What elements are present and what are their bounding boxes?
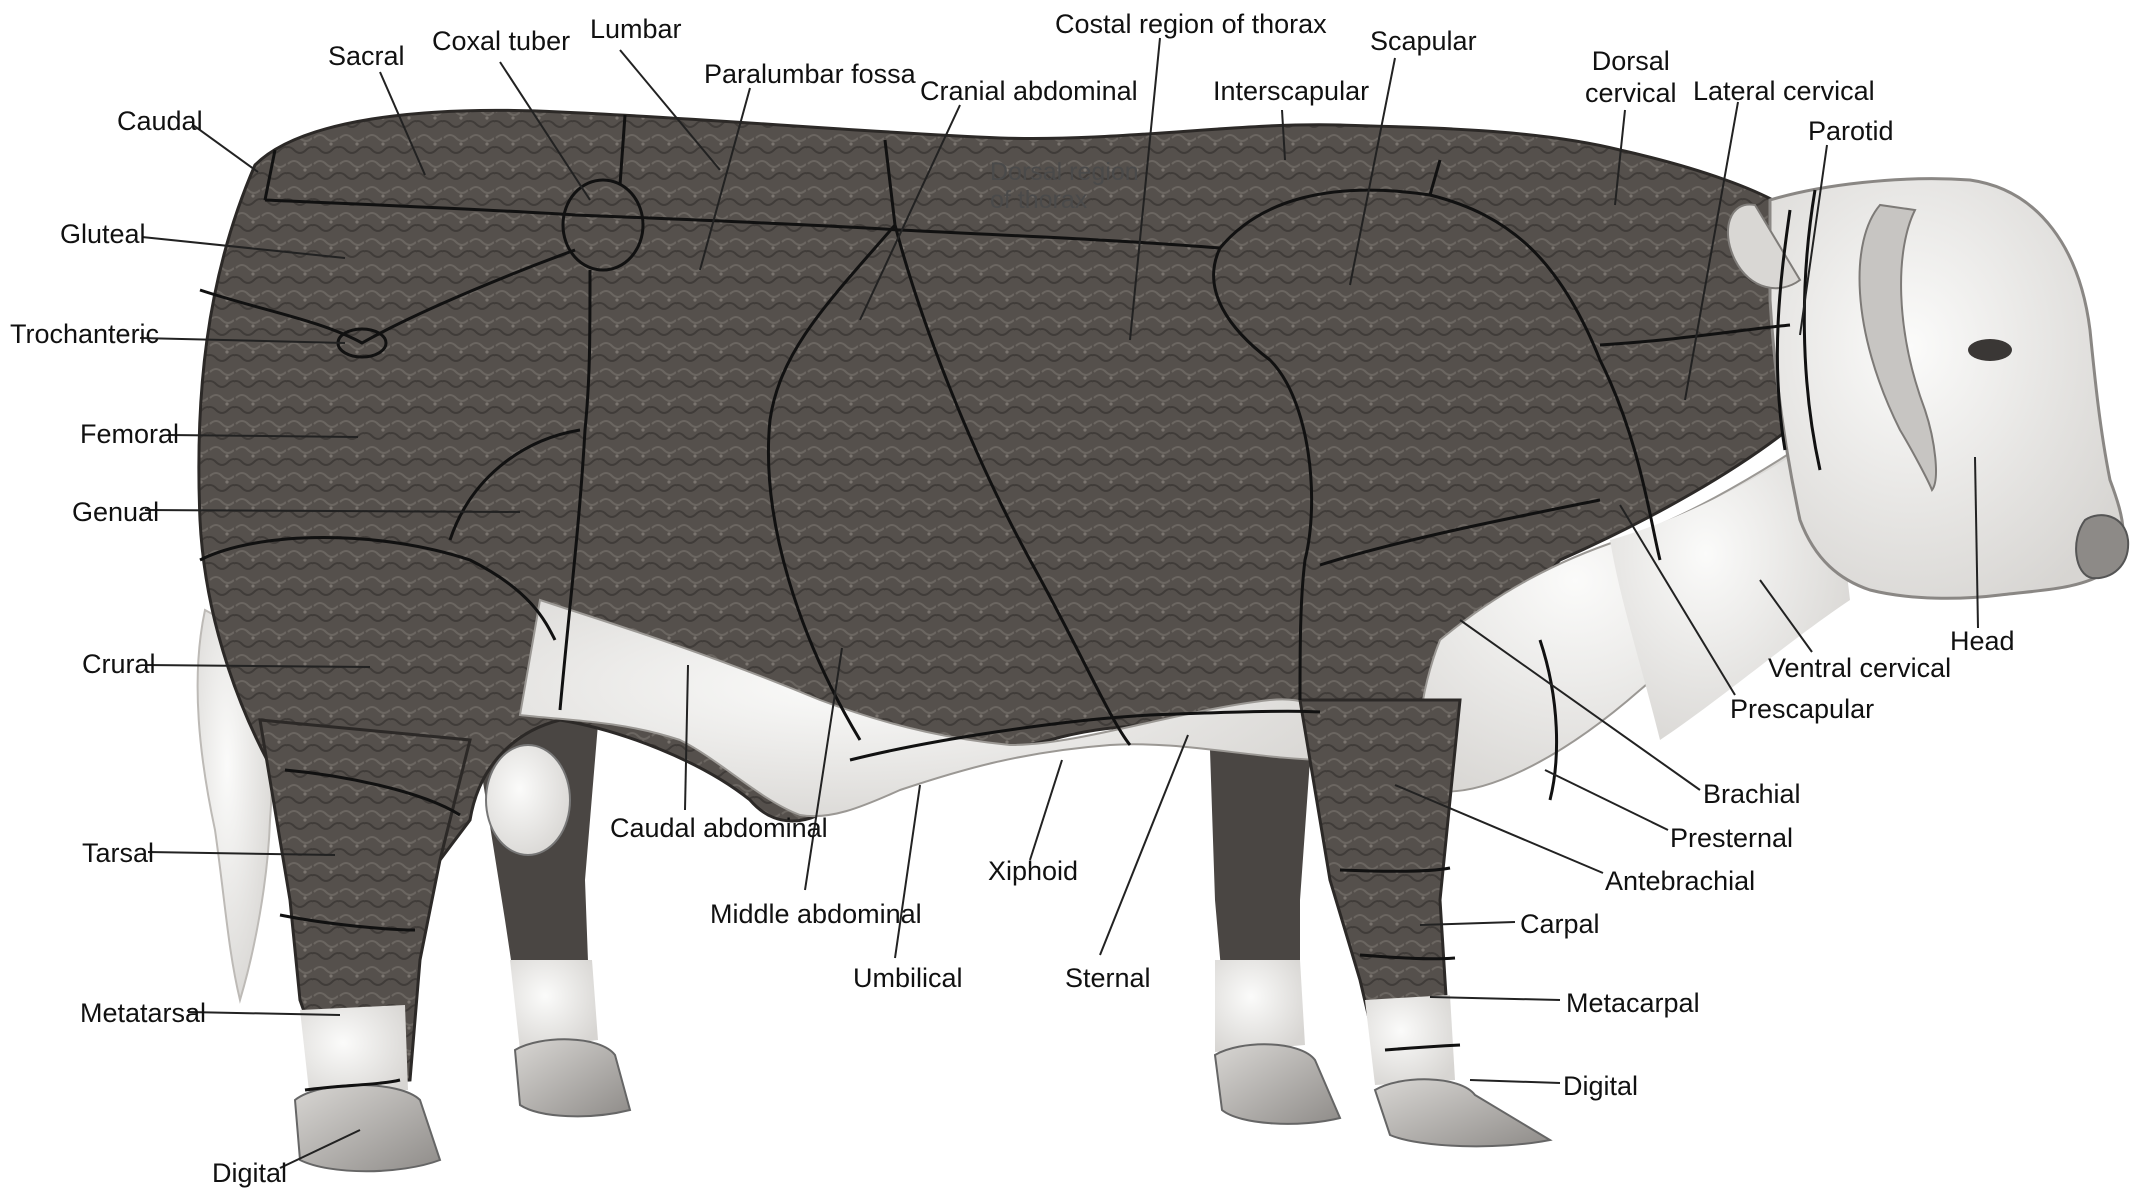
hoof-far-hind [515,1039,630,1116]
leader-caudal [193,125,258,172]
near-fore-leg-white [1365,995,1455,1085]
label-dorsal-region-line1: Dorsal region [990,158,1139,186]
scrotum [486,745,570,855]
label-coxal-tuber: Coxal tuber [432,25,570,57]
label-brachial: Brachial [1703,778,1801,810]
label-costal-region-of-thorax: Costal region of thorax [1055,8,1327,40]
label-paralumbar-fossa: Paralumbar fossa [704,58,916,90]
label-dorsal-region-of-thorax: Dorsal region of thorax [990,158,1139,214]
label-lateral-cervical: Lateral cervical [1693,75,1875,107]
label-interscapular: Interscapular [1213,75,1369,107]
hoof-near-fore [1375,1079,1550,1146]
label-gluteal: Gluteal [60,218,146,250]
label-antebrachial: Antebrachial [1605,865,1755,897]
label-middle-abdominal: Middle abdominal [710,898,922,930]
label-sternal: Sternal [1065,962,1151,994]
label-carpal: Carpal [1520,908,1600,940]
label-metatarsal: Metatarsal [80,997,206,1029]
head-white [1770,179,2123,599]
label-umbilical: Umbilical [853,962,963,994]
label-scapular: Scapular [1370,25,1477,57]
label-caudal-abdominal: Caudal abdominal [610,812,828,844]
label-tarsal: Tarsal [82,837,154,869]
label-crural: Crural [82,648,156,680]
label-parotid: Parotid [1808,115,1894,147]
leader-presternal [1545,770,1668,830]
label-dorsal-region-line2: of thorax [990,186,1139,214]
label-dorsal-cervical: Dorsal cervical [1585,45,1677,109]
label-head: Head [1950,625,2015,657]
far-fore-leg-white [1215,960,1305,1052]
muzzle [2076,515,2128,578]
label-lumbar: Lumbar [590,13,682,45]
leader-xiphoid [1030,760,1062,860]
label-dorsal-cervical-line1: Dorsal [1585,45,1677,77]
leader-sternal [1100,735,1188,955]
eye [1968,339,2012,361]
label-genual: Genual [72,496,159,528]
label-digital-hind: Digital [212,1157,287,1189]
label-presternal: Presternal [1670,822,1793,854]
label-xiphoid: Xiphoid [988,855,1078,887]
label-metacarpal: Metacarpal [1566,987,1700,1019]
label-digital-fore: Digital [1563,1070,1638,1102]
label-caudal: Caudal [117,105,203,137]
leader-umbilical [895,785,920,958]
label-sacral: Sacral [328,40,405,72]
hoof-far-fore [1215,1044,1340,1124]
hoof-near-hind [295,1085,440,1171]
label-cranial-abdominal: Cranial abdominal [920,75,1138,107]
far-hind-leg-white [510,960,598,1050]
label-trochanteric: Trochanteric [10,318,159,350]
label-ventral-cervical: Ventral cervical [1768,652,1951,684]
leader-digital-fore [1470,1080,1560,1083]
label-femoral: Femoral [80,418,179,450]
label-dorsal-cervical-line2: cervical [1585,77,1677,109]
label-prescapular: Prescapular [1730,693,1874,725]
